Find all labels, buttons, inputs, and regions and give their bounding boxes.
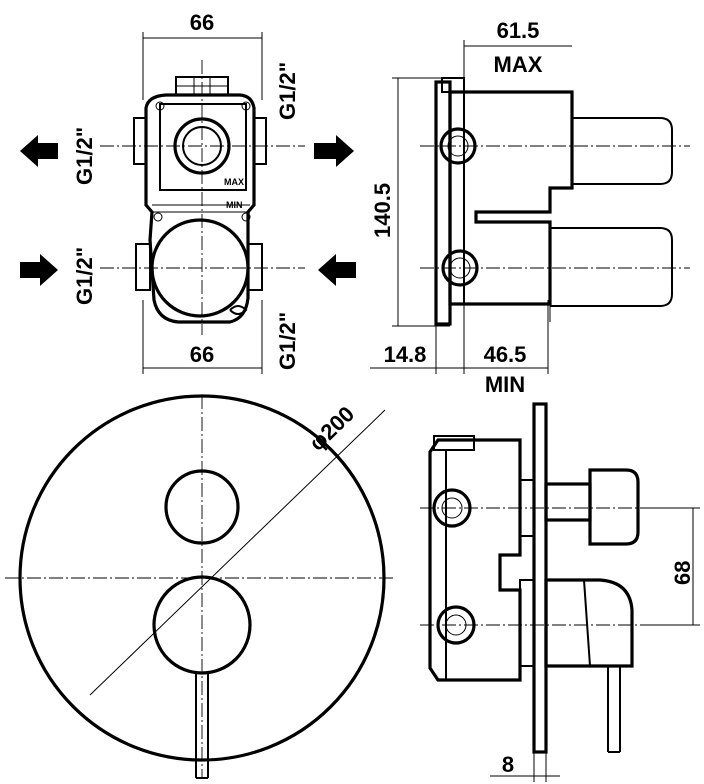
- arrow-right-icon: [314, 135, 354, 167]
- connection-top-right: G1/2": [275, 62, 300, 120]
- arrow-left-icon: [20, 135, 58, 167]
- dim-max-label: MAX: [494, 52, 543, 77]
- dim-plate-diameter: φ200: [304, 401, 359, 455]
- dim-min-depth: 46.5: [484, 342, 527, 367]
- cover-plate-front: φ200: [5, 394, 395, 779]
- arrow-left-icon: [318, 254, 356, 286]
- connection-left-upper: G1/2": [72, 127, 97, 185]
- connection-bottom-right: G1/2": [275, 312, 300, 370]
- dim-height: 140.5: [370, 183, 395, 238]
- arrow-right-icon: [20, 254, 58, 286]
- front-view-body: 66 66 MAX MIN: [20, 10, 356, 374]
- side-view-assembled: 68 8: [420, 402, 700, 782]
- dim-width-bottom: 66: [190, 342, 214, 367]
- max-mark: MAX: [224, 177, 244, 187]
- dim-offset: 14.8: [384, 342, 427, 367]
- dim-width-top: 66: [190, 10, 214, 35]
- dim-handle-spacing: 68: [670, 561, 695, 585]
- connection-left-lower: G1/2": [72, 247, 97, 305]
- min-mark: MIN: [226, 200, 243, 210]
- side-view-body: 140.5 61.5 MAX 14.8 46.5 MIN: [370, 18, 690, 397]
- dim-plate-thickness: 8: [502, 752, 514, 777]
- dim-max-depth: 61.5: [497, 18, 540, 43]
- dim-min-label: MIN: [485, 372, 525, 397]
